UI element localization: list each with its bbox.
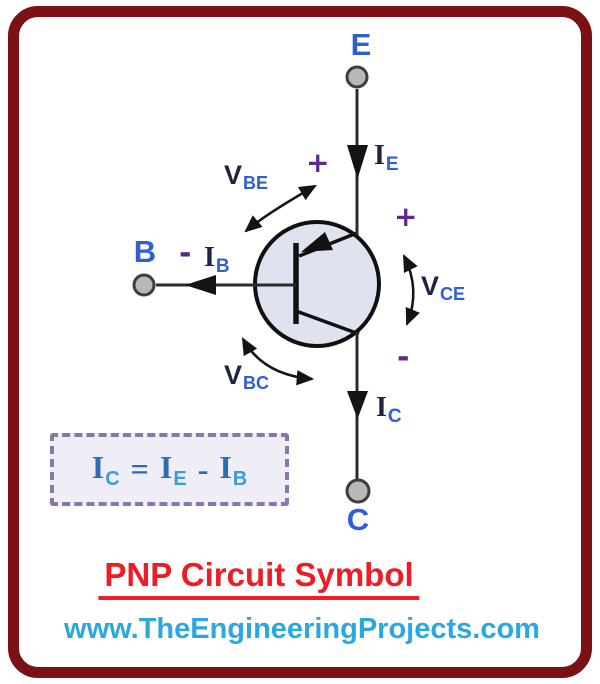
base-terminal xyxy=(132,273,156,297)
vbe-symbol: V xyxy=(224,160,243,190)
ib-arrow-icon xyxy=(185,275,216,295)
vce-arc-arrow-icon xyxy=(402,254,420,327)
formula-lhs: IC xyxy=(91,448,120,490)
base-label: B xyxy=(133,234,157,269)
page-title: PNP Circuit Symbol xyxy=(98,556,420,600)
website-url: www.TheEngineeringProjects.com xyxy=(64,613,540,645)
vbc-symbol: V xyxy=(224,360,243,390)
ic-label: IC xyxy=(376,392,402,428)
formula-term2: IB xyxy=(219,448,248,490)
border-frame xyxy=(8,6,592,678)
vbe-label: VBE xyxy=(224,160,268,194)
formula-equals: = xyxy=(130,451,149,487)
ic-symbol: I xyxy=(376,392,387,423)
vbc-label: VBC xyxy=(224,360,269,394)
vce-subscript: CE xyxy=(440,284,466,304)
vbe-subscript: BE xyxy=(243,173,269,193)
ic-subscript: C xyxy=(387,406,402,427)
vbc-arc-arrow-icon xyxy=(241,337,315,386)
vbc-subscript: BC xyxy=(243,373,270,393)
ie-subscript: E xyxy=(385,154,399,175)
emitter-arrow-icon xyxy=(301,232,333,252)
vbe-arc-arrow-icon xyxy=(244,184,317,233)
vce-label: VCE xyxy=(421,271,465,305)
minus-sign-vce: - xyxy=(397,340,410,375)
ib-label: IB xyxy=(204,242,230,278)
emitter-label: E xyxy=(350,27,372,62)
formula-operator: - xyxy=(197,451,209,487)
ie-symbol: I xyxy=(374,140,385,171)
emitter-terminal xyxy=(345,65,369,89)
ib-symbol: I xyxy=(204,242,215,273)
ic-arrow-icon xyxy=(347,391,368,419)
collector-line xyxy=(295,309,360,336)
ie-arrow-icon xyxy=(347,145,368,179)
ie-label: IE xyxy=(374,140,399,176)
collector-label: C xyxy=(346,502,370,537)
plus-sign-vbe: + xyxy=(306,146,330,179)
minus-sign-ib: - xyxy=(179,236,192,271)
plus-sign-vce: + xyxy=(394,200,418,233)
collector-terminal xyxy=(345,478,371,504)
formula-box: IC = IE - IB xyxy=(50,433,289,506)
ib-subscript: B xyxy=(215,256,230,277)
vce-symbol: V xyxy=(421,271,440,301)
formula-term1: IE xyxy=(159,448,187,490)
